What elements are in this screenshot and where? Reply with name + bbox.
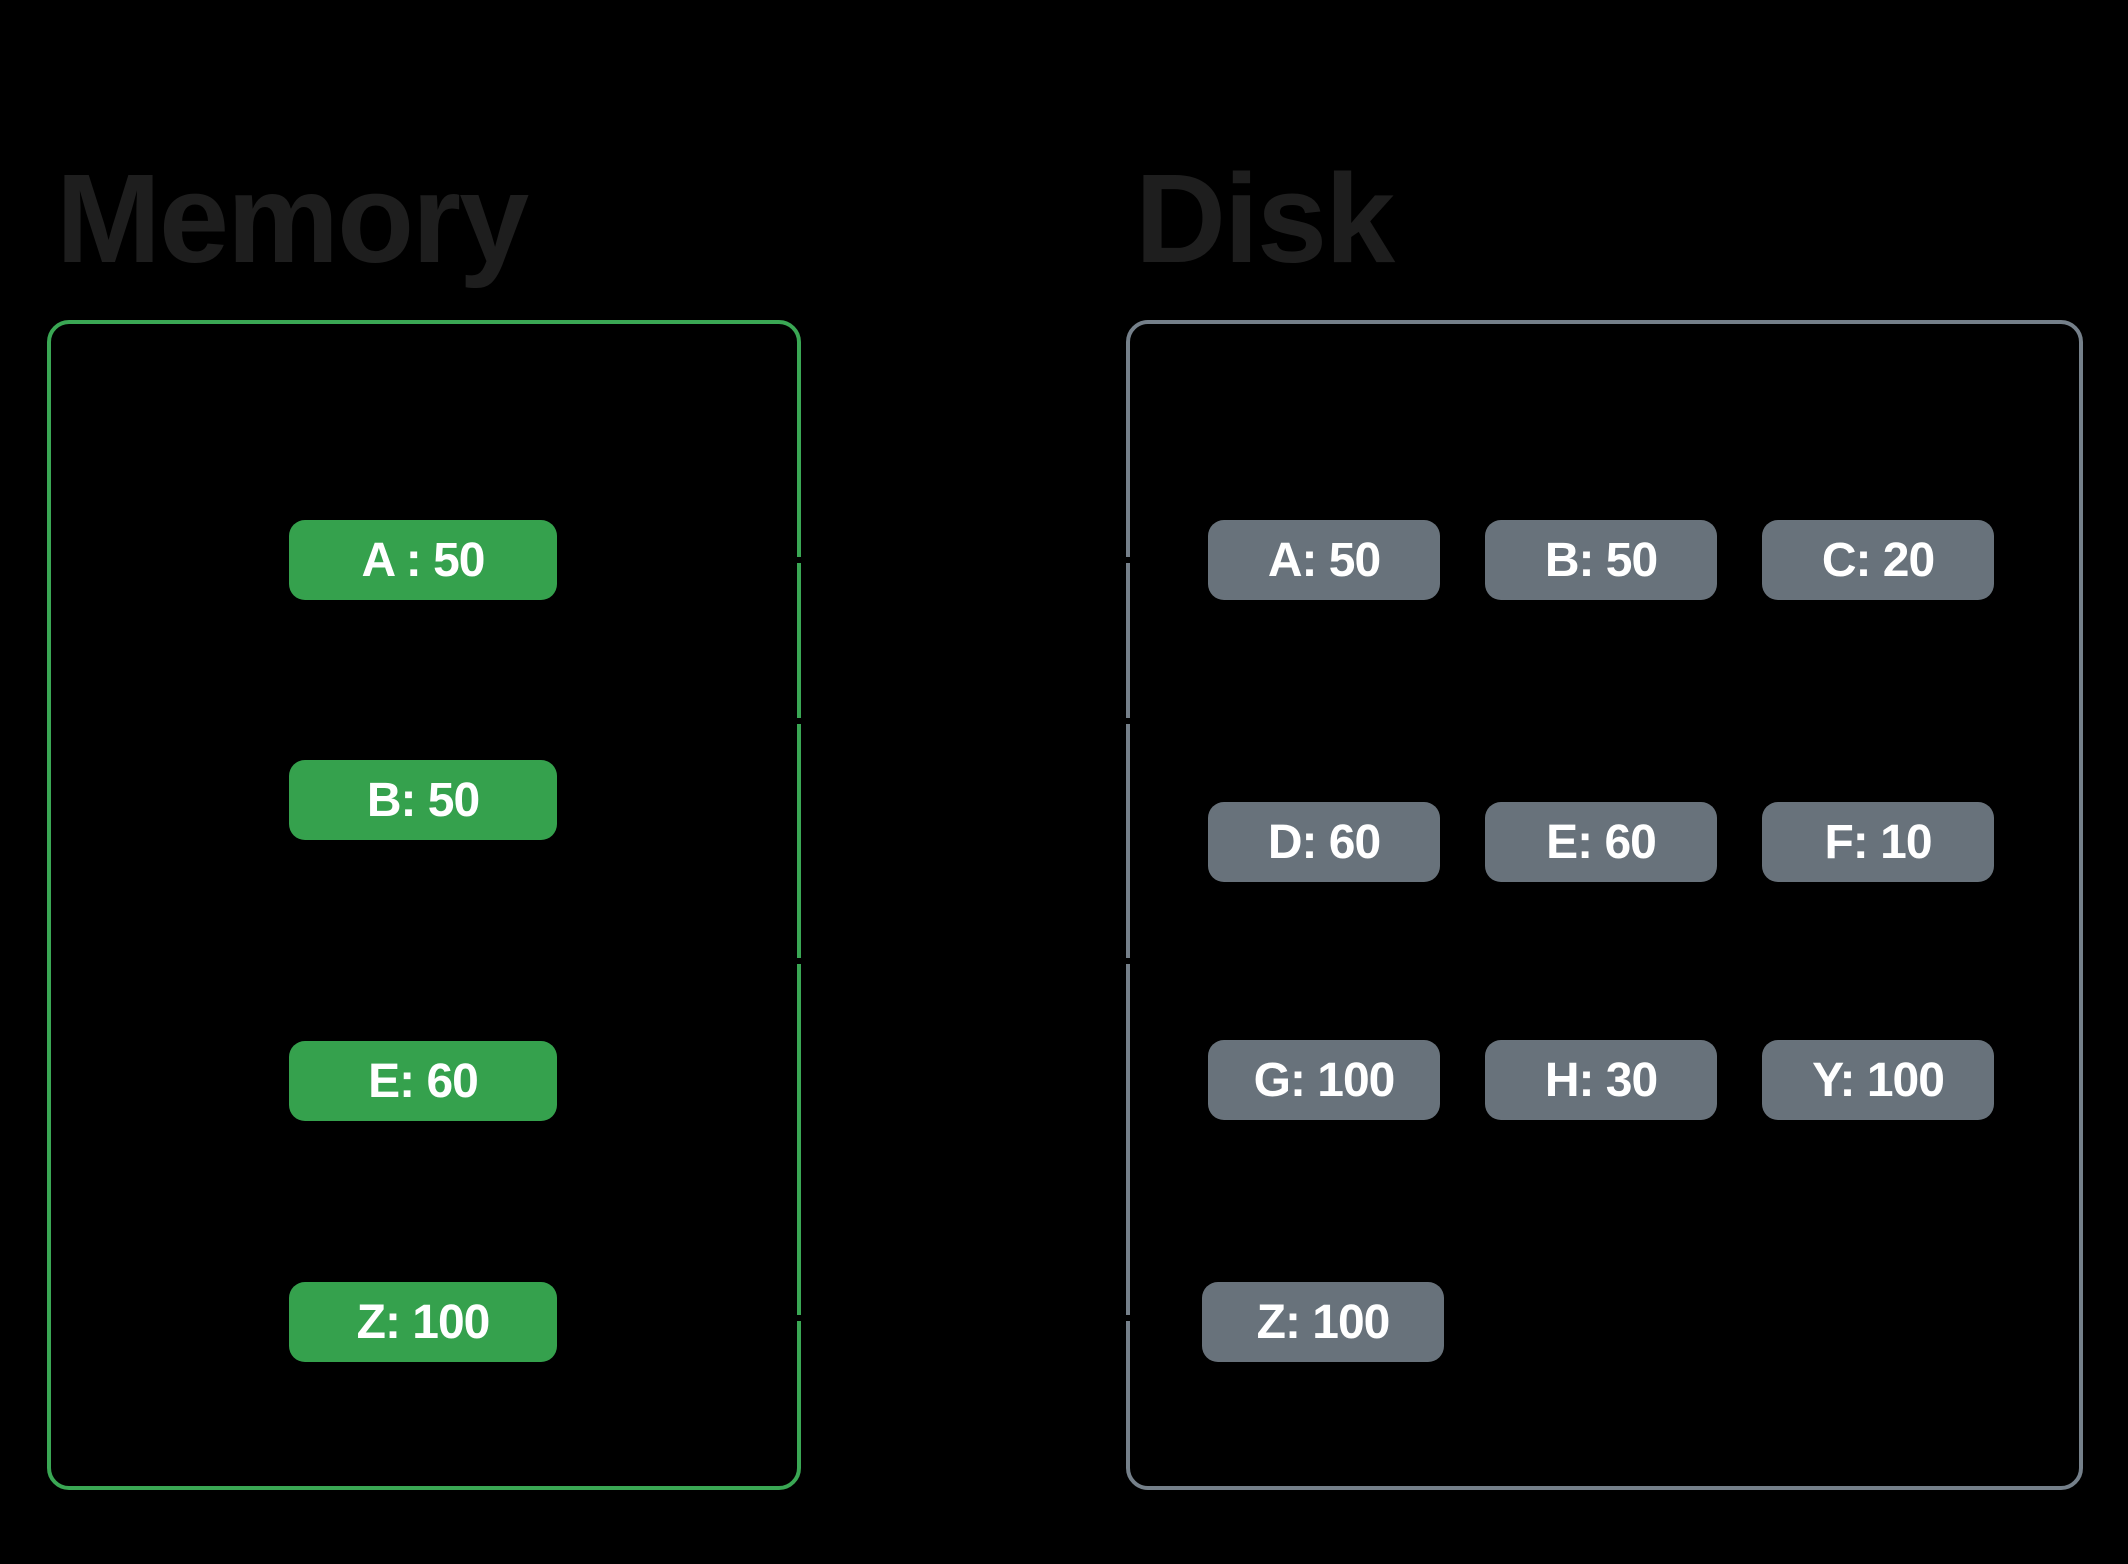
memory-title: Memory bbox=[56, 148, 529, 289]
memory-disk-connector-4 bbox=[620, 1315, 1160, 1321]
disk-pill-d: D: 60 bbox=[1208, 802, 1440, 882]
disk-title: Disk bbox=[1135, 148, 1395, 289]
disk-pill-c: C: 20 bbox=[1762, 520, 1994, 600]
memory-box: A : 50 B: 50 E: 60 Z: 100 bbox=[47, 320, 801, 1490]
disk-pill-g: G: 100 bbox=[1208, 1040, 1440, 1120]
disk-pill-f: F: 10 bbox=[1762, 802, 1994, 882]
disk-box: A: 50 B: 50 C: 20 D: 60 E: 60 F: 10 G: 1… bbox=[1126, 320, 2083, 1490]
memory-disk-connector-1 bbox=[620, 557, 1160, 563]
disk-pill-y: Y: 100 bbox=[1762, 1040, 1994, 1120]
memory-pill-b: B: 50 bbox=[289, 760, 557, 840]
disk-pill-a: A: 50 bbox=[1208, 520, 1440, 600]
disk-pill-e: E: 60 bbox=[1485, 802, 1717, 882]
disk-pill-z: Z: 100 bbox=[1202, 1282, 1444, 1362]
disk-pill-h: H: 30 bbox=[1485, 1040, 1717, 1120]
memory-pill-z: Z: 100 bbox=[289, 1282, 557, 1362]
memory-pill-e: E: 60 bbox=[289, 1041, 557, 1121]
memory-pill-a: A : 50 bbox=[289, 520, 557, 600]
memory-disk-connector-3 bbox=[620, 958, 1160, 964]
disk-pill-b: B: 50 bbox=[1485, 520, 1717, 600]
memory-disk-connector-2 bbox=[620, 718, 1160, 724]
